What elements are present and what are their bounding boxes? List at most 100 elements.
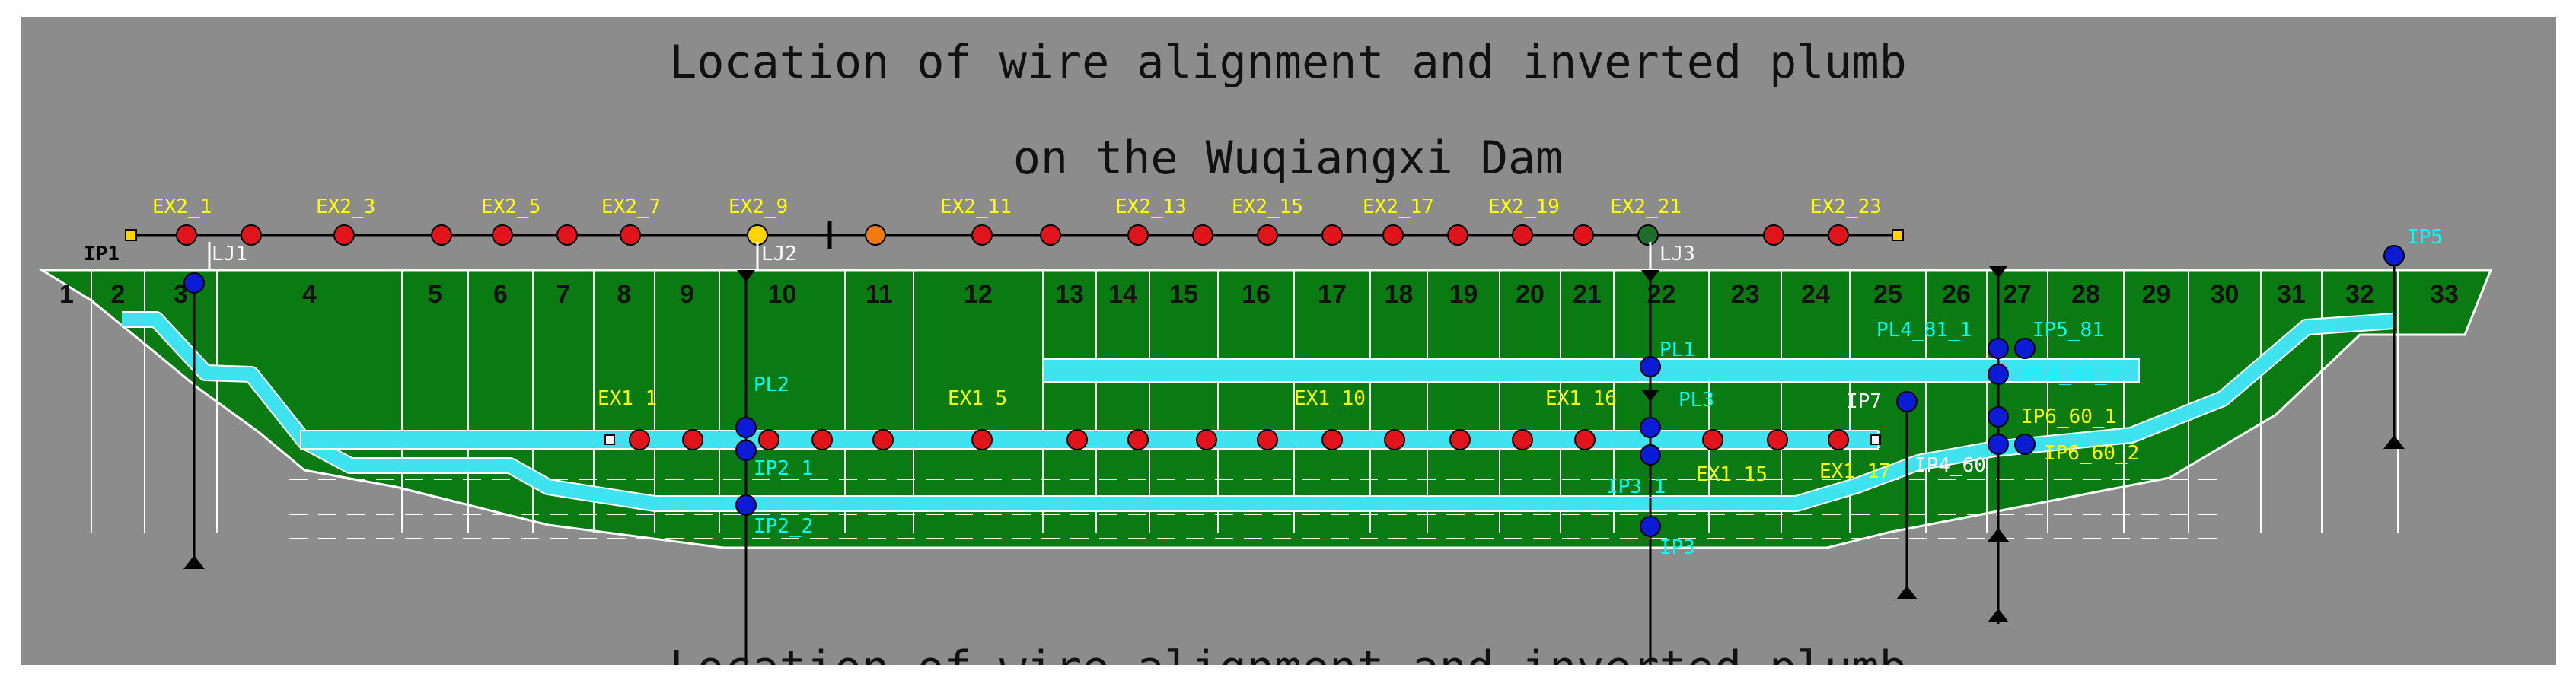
- wire-point: [1040, 224, 1061, 246]
- wire-top-label: EX2_15: [1232, 196, 1303, 218]
- wire-top-label: EX2_5: [481, 196, 540, 218]
- monolith-number: 6: [493, 280, 508, 309]
- anchor-triangle: [183, 555, 205, 569]
- monolith-number: 19: [1449, 280, 1478, 309]
- measuring-point: [735, 494, 757, 516]
- top-wire-alignment: [125, 221, 1904, 270]
- measuring-point: [1640, 356, 1661, 377]
- wire-point: [1573, 224, 1594, 246]
- label-ex1-5: EX1_5: [948, 387, 1007, 410]
- monolith-number: 23: [1731, 280, 1760, 309]
- label-ip7: IP7: [1846, 390, 1882, 413]
- label-pl3: PL3: [1679, 389, 1714, 412]
- measuring-point: [1640, 417, 1661, 438]
- monolith-number: 17: [1318, 280, 1347, 309]
- wire-end-box: [604, 434, 615, 445]
- label-ip3: IP3: [1659, 536, 1695, 559]
- measuring-point: [1988, 434, 2009, 455]
- monolith-number: 15: [1169, 280, 1198, 309]
- label-ex1-1: EX1_1: [598, 387, 657, 410]
- wire-point: [1257, 224, 1278, 246]
- middle-gallery: [300, 430, 1879, 450]
- monolith-number: 14: [1108, 280, 1137, 309]
- label-ex1-17: EX1_17: [1819, 460, 1891, 483]
- anchor-triangle: [1896, 586, 1918, 599]
- wire-top-label: EX2_21: [1610, 196, 1682, 218]
- anchor-triangle: [1988, 528, 2009, 542]
- wire-point: [492, 224, 513, 246]
- monolith-number: 8: [617, 280, 632, 309]
- label-ip5-81: IP5_81: [2032, 319, 2104, 342]
- monolith-number: 5: [428, 280, 442, 309]
- label-pl1: PL1: [1659, 339, 1695, 361]
- label-ip3-1: IP3_1: [1606, 475, 1666, 498]
- monolith-number: 9: [680, 280, 694, 309]
- wire-top-label: EX2_9: [728, 196, 788, 218]
- measuring-point: [2014, 338, 2036, 359]
- monolith-number: 16: [1242, 280, 1270, 309]
- title-line-2: on the Wuqiangxi Dam: [1013, 132, 1563, 185]
- wire-top-label: EX2_23: [1810, 196, 1882, 218]
- monolith-number: 20: [1516, 280, 1545, 309]
- label-ip6-60-1: IP6_60_1: [2021, 405, 2116, 428]
- wire-point: [333, 224, 355, 246]
- monolith-number: 24: [1801, 280, 1830, 309]
- anchor-triangle: [1989, 266, 2007, 278]
- cut-caption: Location of wire alignment and inverted …: [669, 641, 1907, 686]
- measuring-point: [1988, 364, 2009, 385]
- wire-top-label: EX2_13: [1115, 196, 1187, 218]
- wire-point: [1066, 429, 1088, 450]
- tunnel: [122, 313, 2395, 510]
- wire-point: [1574, 429, 1596, 450]
- label-ex1-10: EX1_10: [1294, 387, 1366, 410]
- wire-point: [1447, 224, 1468, 246]
- wire-point: [1767, 429, 1788, 450]
- measuring-point: [2014, 434, 2036, 455]
- monolith-number: 2: [111, 280, 126, 309]
- wire-end-box: [1892, 229, 1904, 241]
- measuring-point: [1988, 338, 2009, 359]
- monolith-number: 32: [2345, 280, 2374, 309]
- measuring-point: [1640, 444, 1661, 466]
- anchor-triangle: [1641, 270, 1659, 282]
- plumb-lines: [183, 257, 2405, 665]
- monolith-number: 13: [1055, 280, 1084, 309]
- monolith-number: 27: [2003, 280, 2032, 309]
- wire-point: [241, 224, 262, 246]
- point-labels: EX1_1 EX1_5 EX1_10 EX1_16 EX1_15 EX1_17 …: [84, 226, 2443, 559]
- monolith-number: 30: [2211, 280, 2240, 309]
- wire-top-label: EX2_17: [1363, 196, 1434, 218]
- wire-top-label: EX2_3: [316, 196, 375, 218]
- anchor-triangle: [1988, 609, 2009, 622]
- wire-point: [811, 429, 833, 450]
- monolith-number: 22: [1647, 280, 1676, 309]
- anchor-triangle: [1641, 390, 1659, 402]
- label-lj2: LJ2: [761, 243, 797, 266]
- wire-point: [865, 224, 886, 246]
- label-pl2: PL2: [754, 374, 789, 396]
- wire-end-box: [1870, 434, 1881, 445]
- label-lj3: LJ3: [1659, 243, 1695, 266]
- wire-point: [682, 429, 703, 450]
- monolith-number: 31: [2277, 280, 2306, 309]
- monolith-number: 10: [768, 280, 797, 309]
- wire-point: [971, 224, 993, 246]
- measuring-point: [735, 417, 757, 438]
- measuring-point: [1988, 406, 2009, 428]
- wire-point: [431, 224, 452, 246]
- monolith-number: 18: [1385, 280, 1414, 309]
- wire-point: [758, 429, 779, 450]
- wire-point: [629, 429, 650, 450]
- label-ip2-1: IP2_1: [754, 457, 813, 480]
- wire-top-label: EX2_7: [601, 196, 661, 218]
- monolith-number: 7: [556, 280, 571, 309]
- monolith-number: 11: [866, 280, 893, 309]
- wire-point: [1828, 224, 1849, 246]
- wire-point: [1321, 429, 1343, 450]
- wire-point: [1512, 224, 1533, 246]
- wire-top-label: EX2_19: [1488, 196, 1560, 218]
- wire-point: [176, 224, 197, 246]
- monolith-number: 29: [2142, 280, 2171, 309]
- measuring-points: [183, 245, 2405, 537]
